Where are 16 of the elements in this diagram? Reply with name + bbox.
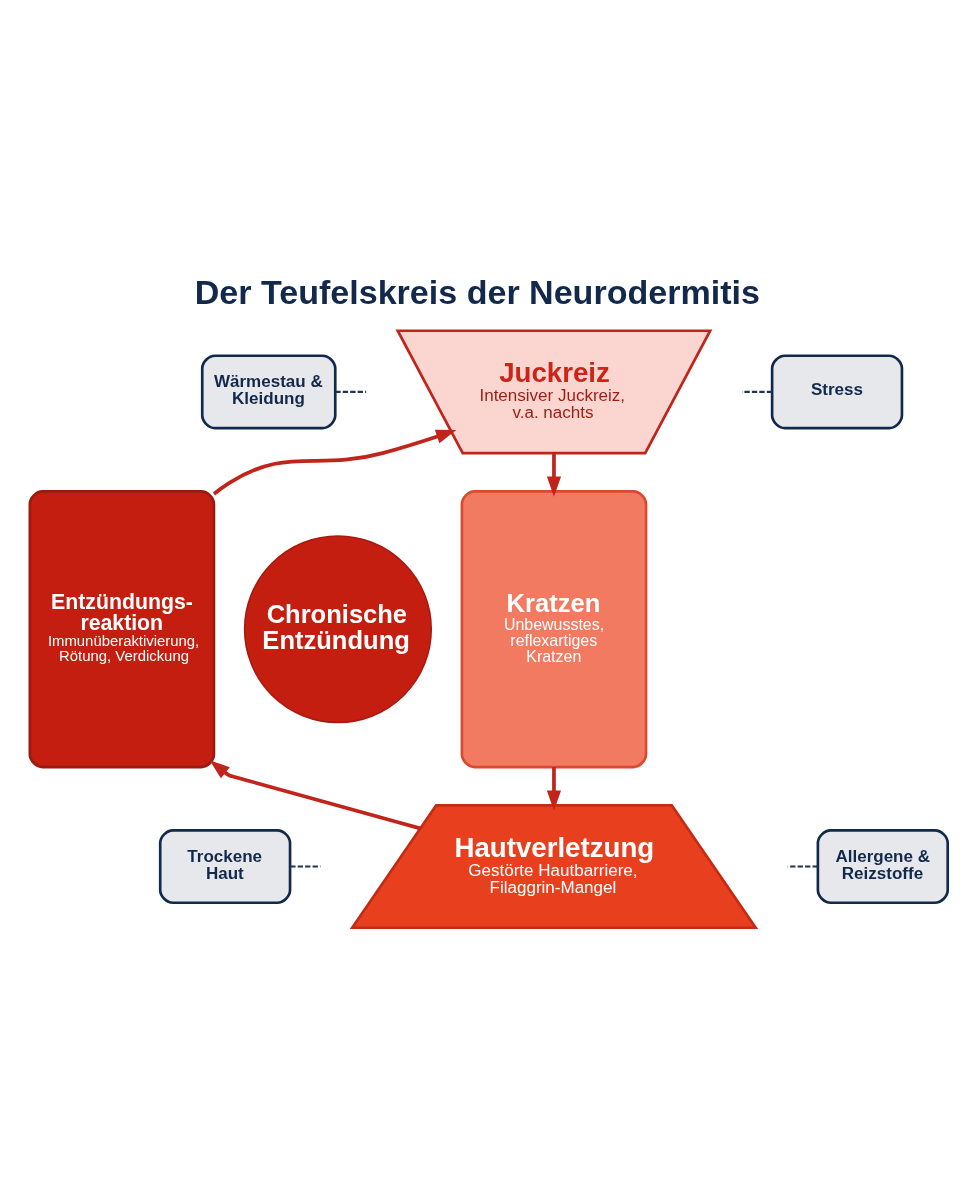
node-box: Kratzen Unbewusstes, reflexartiges Kratzen bbox=[460, 489, 648, 768]
connector bbox=[742, 390, 773, 393]
diagram-title: Der Teufelskreis der Neurodermitis bbox=[194, 272, 760, 311]
node-box: Entzündungs- reaktion Immunüberaktivierung, Rötung, Verdickung bbox=[28, 489, 216, 768]
connector bbox=[335, 390, 367, 393]
node-box: Wärmestau & Kleidung bbox=[200, 353, 337, 429]
node-box: Stress bbox=[770, 353, 904, 429]
arrow bbox=[546, 766, 562, 811]
connector bbox=[787, 865, 818, 868]
arrow bbox=[546, 452, 562, 497]
arrow bbox=[209, 759, 421, 830]
node-box: Trockene Haut bbox=[158, 828, 292, 904]
arrow bbox=[212, 429, 457, 495]
node-box: Allergene & Reizstoffe bbox=[816, 828, 950, 904]
connector bbox=[290, 865, 321, 868]
node-circle: Chronische Entzündung bbox=[243, 534, 433, 723]
